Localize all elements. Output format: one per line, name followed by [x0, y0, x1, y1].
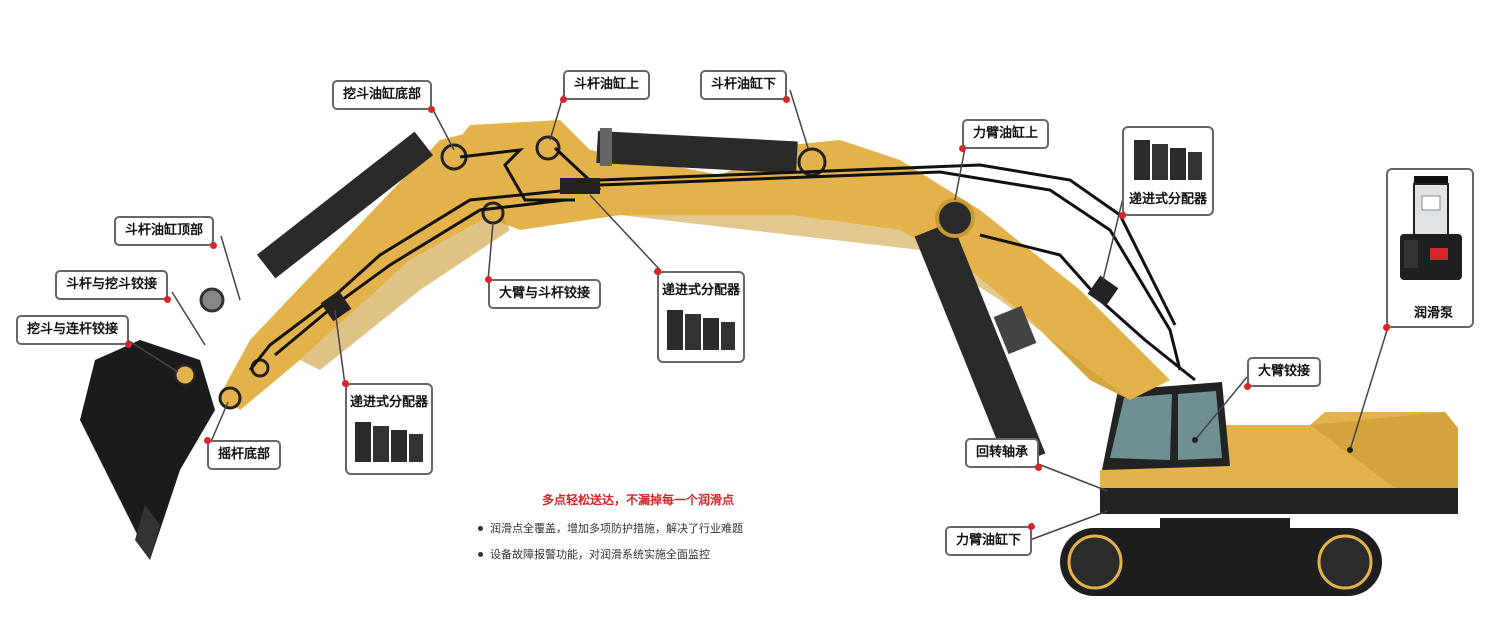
callout-boom-arm-hinge: 大臂与斗杆铰接 [485, 276, 602, 309]
lube-pump-icon [1400, 176, 1462, 280]
callout-dot [783, 96, 791, 103]
callout-dot [1028, 523, 1036, 530]
callout-dot [125, 341, 133, 348]
distributor-blocks-icon [1134, 140, 1202, 180]
callout-dot [654, 268, 661, 275]
callout-dot [560, 96, 567, 103]
callout-boom-hinge: 大臂铰接 [1244, 357, 1322, 390]
track-assembly [1060, 518, 1382, 596]
bullet-icon [478, 525, 483, 531]
lube-pump-label: 润滑泵 [1414, 306, 1454, 321]
bullet-icon [478, 551, 483, 557]
callout-dot [1383, 324, 1390, 331]
inline-distributors [320, 178, 1119, 322]
callout-dot [204, 437, 211, 444]
callout-dot [1035, 464, 1043, 471]
callout-bucket-link-hinge: 挖斗与连杆铰接 [16, 315, 133, 348]
callout-dot [485, 276, 492, 283]
callout-dot [164, 296, 172, 303]
callout-arm-cylinder-head: 斗杆油缸顶部 [114, 216, 218, 249]
callout-dot [210, 242, 218, 249]
note-item: 润滑点全覆盖，增加多项防护措施，解决了行业难题 [478, 520, 798, 536]
callout-dot [428, 106, 436, 113]
distributor-box-left: 递进式分配器 [342, 380, 433, 475]
callout-slew-bearing: 回转轴承 [965, 438, 1043, 471]
boom [430, 120, 1170, 400]
callout-arm-cylinder-bottom: 斗杆油缸下 [700, 70, 791, 103]
feature-note: 多点轻松送达，不漏掉每一个润滑点 润滑点全覆盖，增加多项防护措施，解决了行业难题… [478, 491, 798, 572]
distributor-box-right: 递进式分配器 [1119, 126, 1214, 219]
callout-dot [342, 380, 349, 387]
bucket [80, 340, 215, 560]
distributor-blocks-icon [667, 310, 735, 350]
callout-boom-cylinder-top: 力臂油缸上 [959, 119, 1050, 152]
callout-bucket-cylinder-base: 挖斗油缸底部 [332, 80, 436, 113]
pivot-pins [173, 135, 975, 410]
callout-dot [1119, 212, 1126, 219]
distributor-box-middle: 递进式分配器 [654, 268, 745, 363]
callout-arm-bucket-hinge: 斗杆与挖斗铰接 [55, 270, 172, 303]
callout-dot [1244, 383, 1251, 390]
distributor-blocks-icon [355, 422, 423, 462]
cab [1102, 382, 1230, 470]
upper-body [1100, 412, 1458, 514]
lube-pump-box: 润滑泵 [1383, 168, 1474, 331]
point-dots [1107, 437, 1353, 513]
callout-rocker-base: 摇杆底部 [204, 437, 282, 470]
callout-dot [959, 145, 966, 152]
note-headline: 多点轻松送达，不漏掉每一个润滑点 [541, 493, 734, 507]
cylinders [256, 128, 1046, 469]
note-item: 设备故障报警功能，对润滑系统实施全面监控 [478, 546, 798, 562]
callout-boom-cylinder-bottom: 力臂油缸下 [945, 523, 1036, 556]
callout-arm-cylinder-top: 斗杆油缸上 [560, 70, 651, 103]
